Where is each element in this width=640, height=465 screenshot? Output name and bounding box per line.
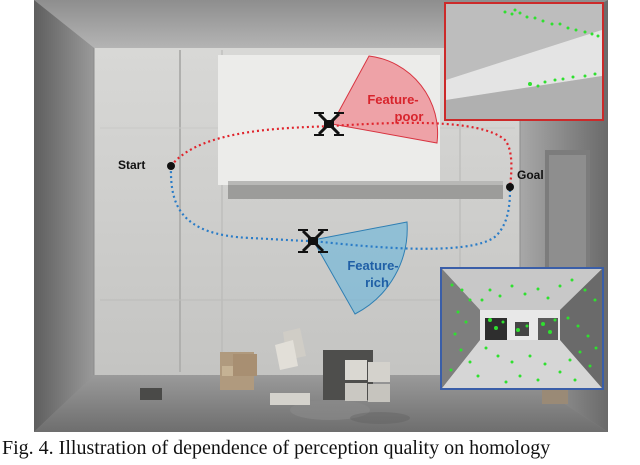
drone-icon	[314, 112, 344, 136]
feature-rich-label-line1: Feature-	[347, 258, 398, 273]
cardboard-boxes	[140, 328, 568, 405]
feature-poor-path	[170, 121, 513, 188]
feature-poor-cone	[331, 55, 439, 144]
inset-feature-poor	[444, 2, 604, 121]
feature-points-poor	[503, 8, 600, 88]
start-label: Start	[118, 158, 145, 172]
inset-feature-rich	[440, 267, 604, 390]
feature-poor-label-line1: Feature-	[367, 92, 418, 107]
drone-icon	[298, 229, 328, 253]
feature-points-rich	[449, 278, 598, 384]
feature-rich-cone	[312, 221, 408, 315]
feature-poor-label-line2: poor	[395, 109, 424, 124]
goal-label: Goal	[517, 168, 544, 182]
figure-caption: Fig. 4. Illustration of dependence of pe…	[2, 437, 551, 459]
feature-rich-label-line2: rich	[365, 275, 389, 290]
start-marker-icon	[167, 162, 175, 170]
goal-marker-icon	[506, 183, 514, 191]
